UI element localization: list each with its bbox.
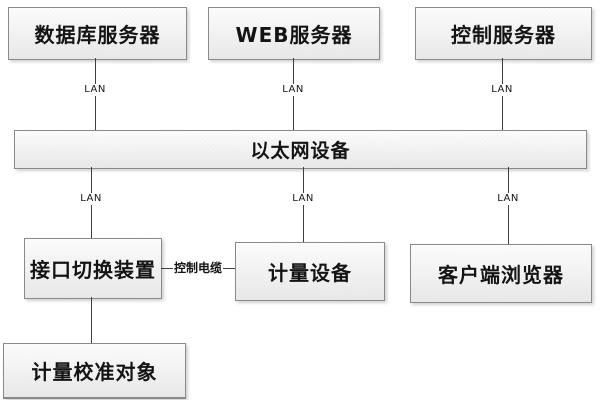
node-calibration-object: 计量校准对象 xyxy=(3,343,186,399)
lan-label: LAN xyxy=(82,84,108,96)
lan-label: LAN xyxy=(489,84,515,96)
node-client-browser: 客户端浏览器 xyxy=(410,244,592,303)
node-control-server: 控制服务器 xyxy=(415,7,592,60)
lan-label: LAN xyxy=(280,84,306,96)
lan-label: LAN xyxy=(290,193,316,205)
node-ethernet-device: 以太网设备 xyxy=(14,130,587,169)
node-metering-device: 计量设备 xyxy=(235,242,385,301)
node-database-server: 数据库服务器 xyxy=(8,7,187,60)
node-interface-switching-device: 接口切换装置 xyxy=(24,238,162,299)
node-web-server: WEB服务器 xyxy=(208,7,380,60)
lan-label: LAN xyxy=(78,193,104,205)
connector-ethernet-to-client-browser xyxy=(508,167,509,244)
control-cable-label: 控制电缆 xyxy=(172,261,224,276)
connector-switch-to-calibration-object xyxy=(91,297,92,343)
lan-label: LAN xyxy=(495,193,521,205)
